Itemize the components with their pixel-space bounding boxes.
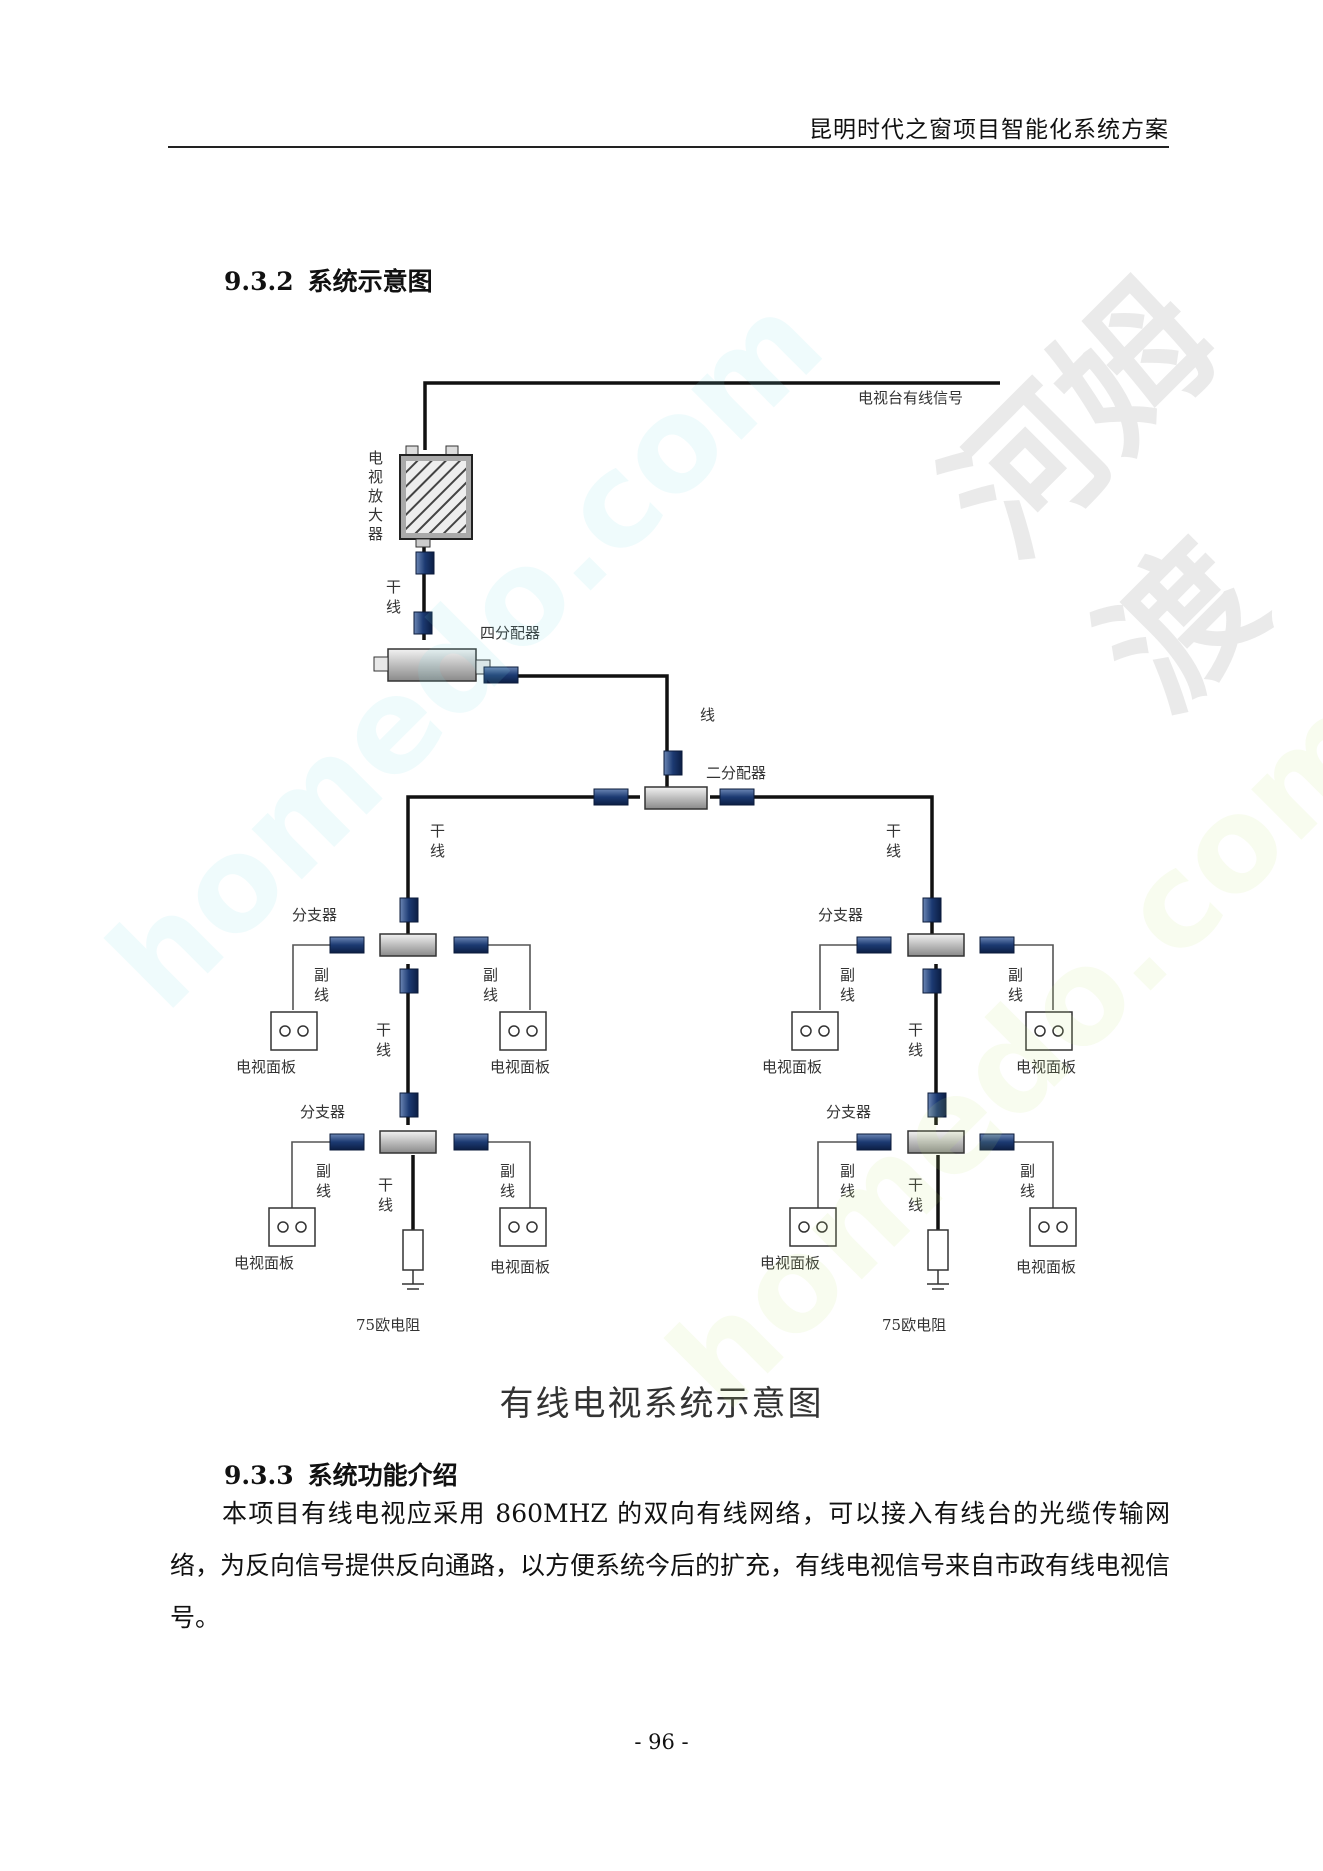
trunk-label-char: 线	[886, 842, 901, 860]
line-label: 线	[700, 706, 715, 724]
sub-line-label-char: 线	[840, 1182, 855, 1200]
trunk-label-char: 干	[376, 1021, 391, 1039]
tap-label: 分支器	[826, 1103, 871, 1121]
tv-panel-label: 电视面板	[1016, 1058, 1076, 1076]
section-title: 系统功能介绍	[307, 1461, 458, 1490]
tv-panel-outlet	[268, 1207, 316, 1247]
trunk-label-char: 干	[430, 822, 445, 840]
resistor-label: 75欧电阻	[882, 1316, 946, 1334]
tv-panel-outlet	[499, 1207, 547, 1247]
tv-panel-outlet	[791, 1011, 839, 1051]
four-splitter-label: 四分配器	[480, 624, 540, 642]
trunk-label-char: 线	[376, 1041, 391, 1059]
tv-panels	[268, 1011, 1077, 1247]
trunk-label-char: 线	[378, 1196, 393, 1214]
body-paragraph: 本项目有线电视应采用 860MHZ 的双向有线网络，可以接入有线台的光缆传输网络…	[170, 1499, 1171, 1632]
sub-lines	[291, 944, 1054, 1210]
sub-line-label-char: 线	[500, 1182, 515, 1200]
sub-line-label-char: 线	[1008, 986, 1023, 1004]
terminating-resistors	[402, 1229, 949, 1290]
tv-signal-label: 电视台有线信号	[858, 389, 963, 407]
tv-panel-label: 电视面板	[490, 1058, 550, 1076]
sub-line-label-char: 副	[840, 966, 855, 984]
sub-line-label-char: 副	[316, 1162, 331, 1180]
sub-line-label-char: 副	[1020, 1162, 1035, 1180]
section-number: 9.3.2	[224, 267, 294, 296]
tv-panel-label: 电视面板	[762, 1058, 822, 1076]
two-splitter	[644, 786, 708, 810]
trunk-label-char: 干	[378, 1176, 393, 1194]
tv-panel-outlet	[789, 1207, 837, 1247]
sub-line-label-char: 线	[483, 986, 498, 1004]
amplifier-label-char: 大	[368, 506, 383, 524]
tv-panel-outlet	[1029, 1207, 1077, 1247]
sub-line-label-char: 线	[1020, 1182, 1035, 1200]
sub-line-label-char: 副	[500, 1162, 515, 1180]
diagram-labels: 电视台有线信号 电 视 放 大 器 干 线 四分配器 线 二分配器 干 线 干 …	[234, 389, 1076, 1334]
sub-line-label-char: 副	[1008, 966, 1023, 984]
figure-caption: 有线电视系统示意图	[499, 1384, 824, 1424]
sub-line-label-char: 线	[314, 986, 329, 1004]
page-header: 昆明时代之窗项目智能化系统方案	[168, 108, 1169, 148]
tap-label: 分支器	[292, 906, 337, 924]
tv-panel-outlet	[499, 1011, 547, 1051]
tv-panel-label: 电视面板	[490, 1258, 550, 1276]
section-heading-932: 9.3.2 系统示意图	[224, 262, 433, 298]
tv-panel-outlet	[1025, 1011, 1073, 1051]
connectors	[329, 551, 1015, 1151]
trunk-label-char: 线	[386, 598, 401, 616]
tap-label: 分支器	[300, 1103, 345, 1121]
amplifier-label-char: 器	[368, 525, 383, 543]
tv-panel-label: 电视面板	[236, 1058, 296, 1076]
tv-amplifier	[399, 445, 473, 548]
sub-line-label-char: 副	[840, 1162, 855, 1180]
tv-panel-label: 电视面板	[1016, 1258, 1076, 1276]
trunk-label-char: 干	[886, 822, 901, 840]
trunk-label-char: 干	[908, 1176, 923, 1194]
trunk-label-char: 干	[386, 578, 401, 596]
amplifier-label-char: 电	[368, 449, 383, 467]
section-title: 系统示意图	[307, 267, 433, 296]
sub-line-label-char: 副	[314, 966, 329, 984]
tv-panel-outlet	[270, 1011, 318, 1051]
tv-panel-label: 电视面板	[760, 1254, 820, 1272]
tv-panel-label: 电视面板	[234, 1254, 294, 1272]
section-heading-933: 9.3.3 系统功能介绍	[224, 1456, 458, 1492]
section-number: 9.3.3	[224, 1461, 294, 1490]
four-splitter	[373, 648, 491, 682]
sub-line-label-char: 线	[840, 986, 855, 1004]
resistor-label: 75欧电阻	[356, 1316, 420, 1334]
page-number: - 96 -	[634, 1730, 689, 1754]
trunk-label-char: 线	[908, 1041, 923, 1059]
amplifier-label-char: 视	[368, 468, 383, 486]
sub-line-label-char: 线	[316, 1182, 331, 1200]
header-title: 昆明时代之窗项目智能化系统方案	[809, 117, 1169, 143]
tap-label: 分支器	[818, 906, 863, 924]
tap-devices	[379, 933, 965, 1154]
trunk-label-char: 干	[908, 1021, 923, 1039]
two-splitter-label: 二分配器	[706, 764, 766, 782]
sub-line-label-char: 副	[483, 966, 498, 984]
trunk-label-char: 线	[908, 1196, 923, 1214]
trunk-label-char: 线	[430, 842, 445, 860]
amplifier-label-char: 放	[368, 487, 383, 505]
